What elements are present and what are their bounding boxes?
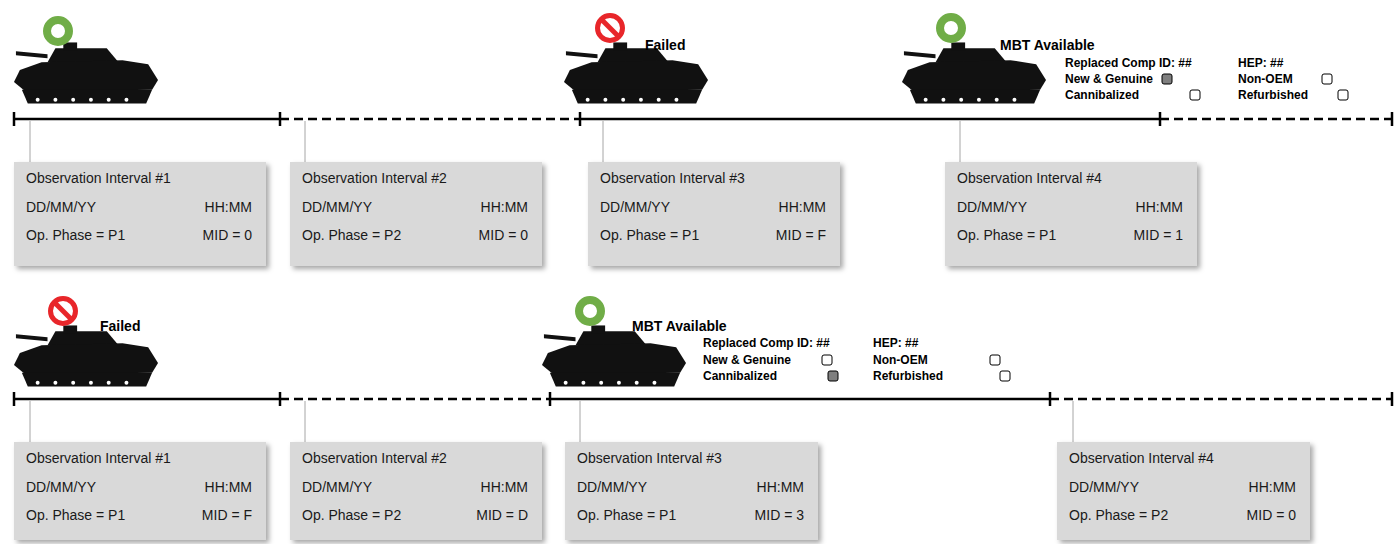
interval-text: Observation Interval #2 bbox=[302, 169, 447, 187]
repair-field-label: HEP: ## bbox=[1238, 55, 1283, 71]
interval-text: HH:MM bbox=[205, 198, 252, 216]
repair-field-label: New & Genuine bbox=[703, 352, 791, 368]
interval-text: DD/MM/YY bbox=[26, 198, 96, 216]
observation-box: Observation Interval #4 DD/MM/YY HH:MM Op. … bbox=[1057, 442, 1310, 540]
repair-field-label: Refurbished bbox=[873, 368, 943, 384]
interval-text: HH:MM bbox=[1249, 478, 1296, 496]
observation-box: Observation Interval #3 DD/MM/YY HH:MM Op. … bbox=[565, 442, 818, 540]
interval-text: MID = 3 bbox=[755, 506, 804, 524]
observation-box: Observation Interval #1 DD/MM/YY HH:MM Op. … bbox=[14, 442, 266, 540]
interval-text: MID = 0 bbox=[479, 226, 528, 244]
interval-text: MID = 0 bbox=[1247, 506, 1296, 524]
interval-text: DD/MM/YY bbox=[600, 198, 670, 216]
tank-silhouette bbox=[14, 42, 158, 103]
leader-line bbox=[30, 401, 1073, 442]
repair-field-label: Non-OEM bbox=[873, 352, 928, 368]
interval-text: Observation Interval #1 bbox=[26, 169, 171, 187]
observation-box: Observation Interval #3 DD/MM/YY HH:MM Op. … bbox=[588, 162, 840, 266]
timeline bbox=[14, 112, 1392, 126]
failed-icon bbox=[51, 299, 76, 324]
interval-text: Observation Interval #3 bbox=[600, 169, 745, 187]
interval-text: Op. Phase = P2 bbox=[1069, 506, 1168, 524]
repair-field-label: Replaced Comp ID: ## bbox=[1065, 55, 1192, 71]
leader-line bbox=[30, 121, 960, 162]
available-icon bbox=[940, 17, 962, 39]
interval-text: HH:MM bbox=[779, 198, 826, 216]
interval-text: DD/MM/YY bbox=[302, 198, 372, 216]
interval-text: Observation Interval #2 bbox=[302, 449, 447, 467]
repair-field-label: HEP: ## bbox=[873, 335, 918, 351]
interval-text: MID = D bbox=[476, 506, 528, 524]
repair-field-label: Non-OEM bbox=[1238, 71, 1293, 87]
interval-text: HH:MM bbox=[205, 478, 252, 496]
interval-text: DD/MM/YY bbox=[1069, 478, 1139, 496]
repair-field-label: Cannibalized bbox=[703, 368, 777, 384]
failed-icon bbox=[598, 16, 623, 41]
observation-box: Observation Interval #2 DD/MM/YY HH:MM Op. … bbox=[290, 442, 542, 540]
available-icon bbox=[47, 20, 69, 42]
observation-box: Observation Interval #1 DD/MM/YY HH:MM Op. … bbox=[14, 162, 266, 266]
interval-text: HH:MM bbox=[481, 198, 528, 216]
timeline bbox=[14, 392, 1392, 406]
interval-text: Op. Phase = P1 bbox=[600, 226, 699, 244]
interval-text: DD/MM/YY bbox=[957, 198, 1027, 216]
status-label: MBT Available bbox=[1000, 37, 1095, 53]
interval-text: DD/MM/YY bbox=[577, 478, 647, 496]
interval-text: Observation Interval #3 bbox=[577, 449, 722, 467]
repair-field-label: Refurbished bbox=[1238, 87, 1308, 103]
interval-text: HH:MM bbox=[757, 478, 804, 496]
interval-text: MID = 0 bbox=[203, 226, 252, 244]
status-label: Failed bbox=[100, 318, 140, 334]
interval-text: DD/MM/YY bbox=[302, 478, 372, 496]
interval-text: Op. Phase = P1 bbox=[26, 506, 125, 524]
tank-silhouette bbox=[564, 42, 708, 103]
tank-silhouette bbox=[542, 325, 686, 386]
status-label: MBT Available bbox=[632, 318, 727, 334]
interval-text: Observation Interval #4 bbox=[957, 169, 1102, 187]
interval-text: Observation Interval #4 bbox=[1069, 449, 1214, 467]
repair-field-label: New & Genuine bbox=[1065, 71, 1153, 87]
interval-text: Op. Phase = P2 bbox=[302, 226, 401, 244]
tank-silhouette bbox=[14, 325, 158, 386]
observation-box: Observation Interval #2 DD/MM/YY HH:MM Op. … bbox=[290, 162, 542, 266]
interval-text: Op. Phase = P1 bbox=[957, 226, 1056, 244]
interval-text: MID = 1 bbox=[1134, 226, 1183, 244]
interval-text: HH:MM bbox=[1136, 198, 1183, 216]
repair-field-label: Cannibalized bbox=[1065, 87, 1139, 103]
interval-text: DD/MM/YY bbox=[26, 478, 96, 496]
interval-text: Op. Phase = P1 bbox=[577, 506, 676, 524]
interval-text: Op. Phase = P1 bbox=[26, 226, 125, 244]
interval-text: HH:MM bbox=[481, 478, 528, 496]
status-label: Failed bbox=[645, 37, 685, 53]
interval-text: Observation Interval #1 bbox=[26, 449, 171, 467]
repair-field-label: Replaced Comp ID: ## bbox=[703, 335, 830, 351]
observation-box: Observation Interval #4 DD/MM/YY HH:MM Op. … bbox=[945, 162, 1197, 266]
checkbox bbox=[822, 74, 1348, 381]
interval-text: Op. Phase = P2 bbox=[302, 506, 401, 524]
available-icon bbox=[579, 300, 601, 322]
interval-text: MID = F bbox=[202, 506, 252, 524]
interval-text: MID = F bbox=[776, 226, 826, 244]
